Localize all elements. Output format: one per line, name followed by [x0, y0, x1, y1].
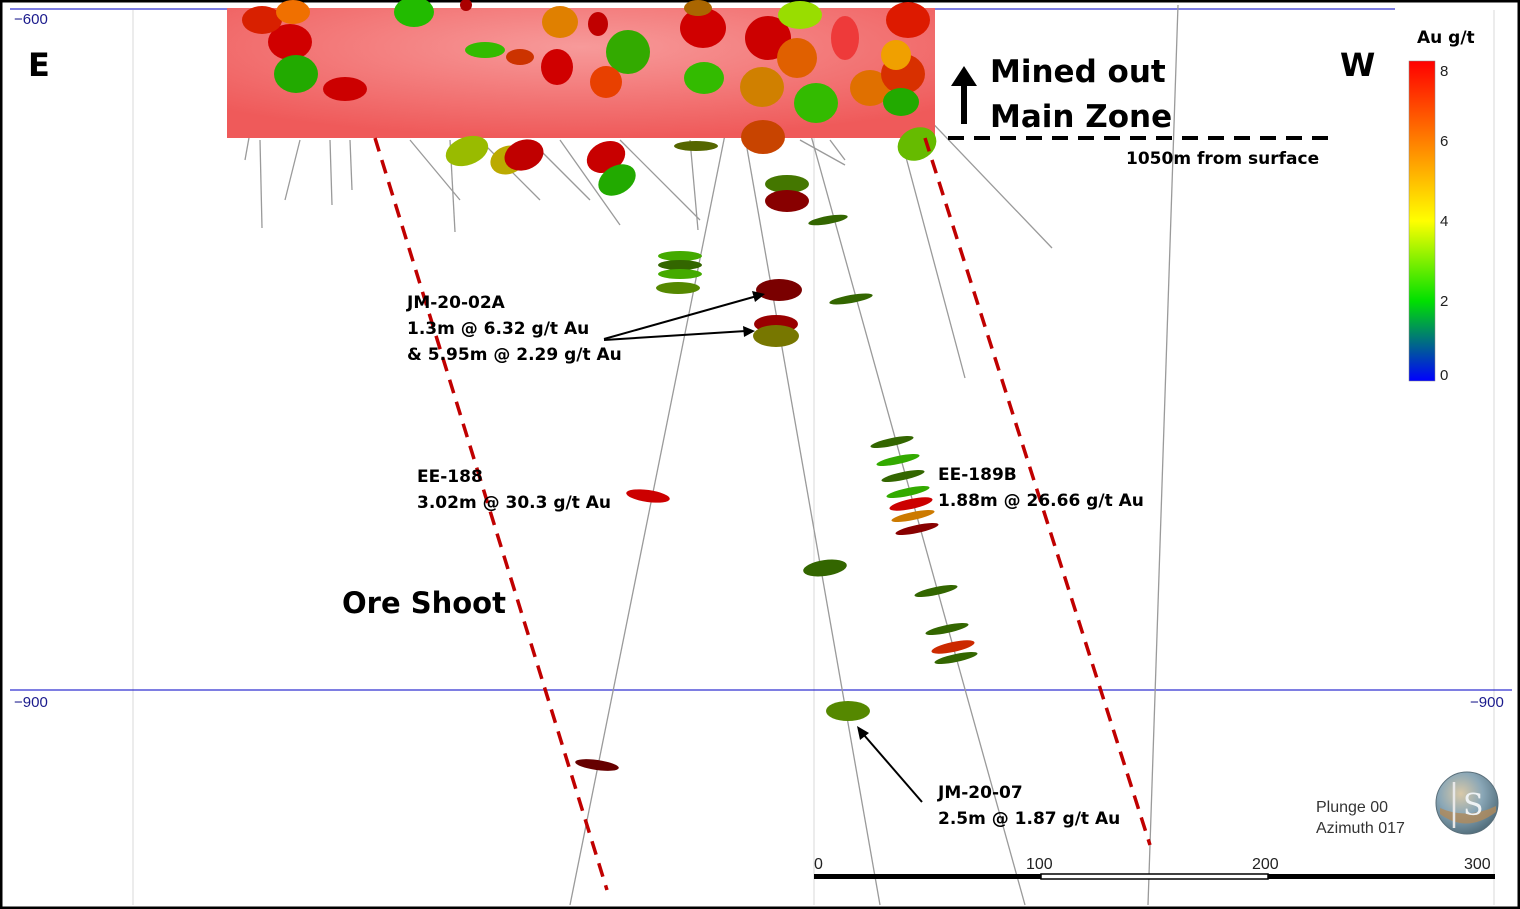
azimuth-label: Azimuth 017: [1316, 820, 1405, 837]
ore-shoot-boundaries: [373, 137, 1152, 891]
ee-188-int1: 3.02m @ 30.3 g/t Au: [417, 493, 611, 513]
jm-20-07-arrow: [863, 734, 923, 803]
ore-shoot-label: Ore Shoot: [342, 586, 506, 620]
ore-shoot-boundary-west: [923, 137, 1152, 846]
jm-20-07-intercept: [826, 701, 870, 721]
annotation-jm-20-07: JM-20-07 2.5m @ 1.87 g/t Au: [857, 726, 1120, 829]
legend-colorbar: [1408, 60, 1436, 382]
scale-bar: 0 100 200 300: [814, 856, 1495, 880]
legend-tick-4: 4: [1440, 213, 1448, 230]
jm-20-02a-int1: 1.3m @ 6.32 g/t Au: [407, 319, 589, 339]
jm-20-07-int1: 2.5m @ 1.87 g/t Au: [938, 809, 1120, 829]
legend-tick-8: 8: [1440, 63, 1448, 80]
jm-20-07-hole: JM-20-07: [937, 783, 1023, 803]
scale-label-0: 0: [814, 856, 823, 873]
up-arrow-icon: [951, 66, 977, 124]
legend-tick-2: 2: [1440, 293, 1448, 310]
elevation-label-top: −600: [14, 11, 48, 28]
ee-188-intercept: [626, 489, 670, 503]
ee-188-hole: EE-188: [417, 467, 483, 487]
mined-zone-intercepts: [242, 0, 930, 123]
legend-title: Au g/t: [1417, 28, 1475, 48]
plunge-label: Plunge 00: [1316, 799, 1388, 816]
elevation-label-left: −900: [14, 694, 48, 711]
jm-20-02a-intercept-2: [753, 325, 799, 347]
compass-west: W: [1340, 46, 1375, 84]
orientation-globe-icon[interactable]: S: [1435, 771, 1499, 835]
upper-intercepts: [445, 120, 937, 226]
grid-lines: [132, 10, 1495, 905]
depth-label: 1050m from surface: [1126, 149, 1319, 169]
scale-label-100: 100: [1026, 856, 1053, 873]
jm-20-02a-arrow-1: [603, 295, 758, 340]
scale-label-200: 200: [1252, 856, 1279, 873]
jm-20-02a-intercept-1: [756, 279, 802, 301]
main-zone-label: Main Zone: [990, 99, 1172, 135]
deep-intercepts: [575, 251, 978, 771]
jm-20-02a-arrow-2: [603, 330, 747, 341]
ee-189b-hole: EE-189B: [938, 465, 1017, 485]
elevation-label-right: −900: [1470, 694, 1504, 711]
ore-shoot-boundary-east: [373, 137, 609, 891]
scale-label-300: 300: [1464, 856, 1491, 873]
annotation-jm-20-02a: JM-20-02A 1.3m @ 6.32 g/t Au & 5.95m @ 2…: [406, 291, 765, 365]
grade-legend: Au g/t 8 6 4 2 0: [1408, 28, 1475, 384]
mined-out-label: Mined out: [990, 54, 1166, 90]
legend-tick-6: 6: [1440, 133, 1448, 150]
legend-tick-0: 0: [1440, 367, 1448, 384]
logo-letter: S: [1463, 788, 1484, 823]
ee-189b-int1: 1.88m @ 26.66 g/t Au: [938, 491, 1144, 511]
ee-189b-intercept: [889, 497, 933, 511]
jm-20-02a-int2: & 5.95m @ 2.29 g/t Au: [407, 345, 622, 365]
compass-east: E: [28, 46, 50, 84]
jm-20-02a-hole: JM-20-02A: [406, 293, 506, 313]
